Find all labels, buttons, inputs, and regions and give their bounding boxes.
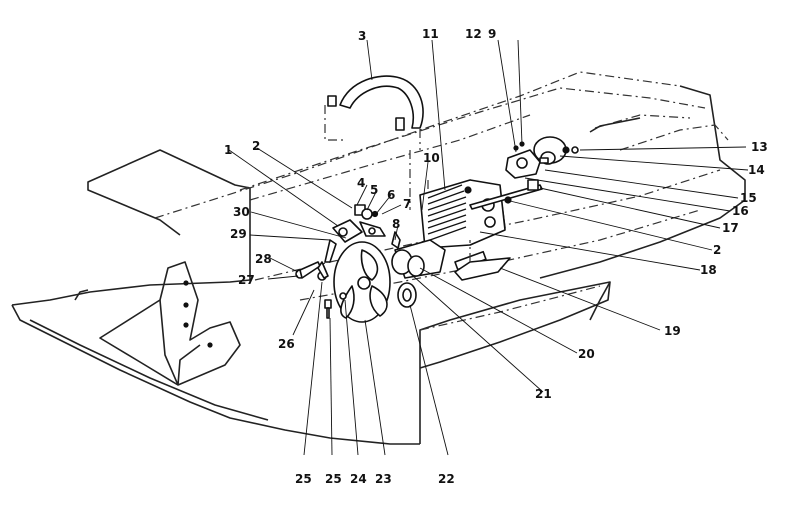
callout-7: 7 [403, 197, 411, 211]
callout-1: 1 [224, 143, 232, 157]
callout-20: 21 [535, 387, 552, 401]
callout-24: 25 [325, 472, 342, 486]
tension-rod [469, 179, 543, 210]
callout-23: 24 [350, 472, 367, 486]
callout-3: 3 [358, 29, 366, 43]
callout-9: 9 [488, 27, 496, 41]
callout-10: 11 [422, 27, 439, 41]
callout-17: 18 [700, 263, 717, 277]
callout-2-right: 2 [713, 243, 721, 257]
callout-29: 29 [230, 227, 247, 241]
callout-28: 28 [255, 252, 272, 266]
callout-25: 25 [295, 472, 312, 486]
callout-14: 15 [740, 191, 757, 205]
fan-hardware [295, 261, 417, 319]
callout-26: 26 [278, 337, 295, 351]
callout-16: 17 [722, 221, 739, 235]
callout-5: 5 [370, 183, 378, 197]
callout-4: 4 [357, 176, 365, 190]
callout-11: 12 [465, 27, 482, 41]
callout-9-left: 10 [423, 151, 440, 165]
callout-22: 23 [375, 472, 392, 486]
pump-motor [391, 179, 506, 279]
callout-30: 30 [233, 205, 250, 219]
callout-15: 16 [732, 204, 749, 218]
callout-8: 8 [392, 217, 400, 231]
fan-impeller [333, 241, 391, 323]
callout-6: 6 [387, 188, 395, 202]
mount-bracket-hardware [324, 204, 386, 263]
motor-base-plate [454, 240, 511, 281]
idler-pulley-assembly [505, 136, 579, 179]
callout-19: 20 [578, 347, 595, 361]
callout-21: 22 [438, 472, 455, 486]
callout-2: 2 [252, 139, 260, 153]
callout-12: 13 [751, 140, 768, 154]
callout-27: 27 [238, 273, 255, 287]
belt-guard [327, 75, 424, 131]
callout-labels: 3 11 12 9 1 2 4 5 6 7 10 8 30 29 28 27 2… [224, 27, 768, 486]
callout-13: 14 [748, 163, 765, 177]
leader-lines [228, 39, 749, 456]
callout-18: 19 [664, 324, 681, 338]
